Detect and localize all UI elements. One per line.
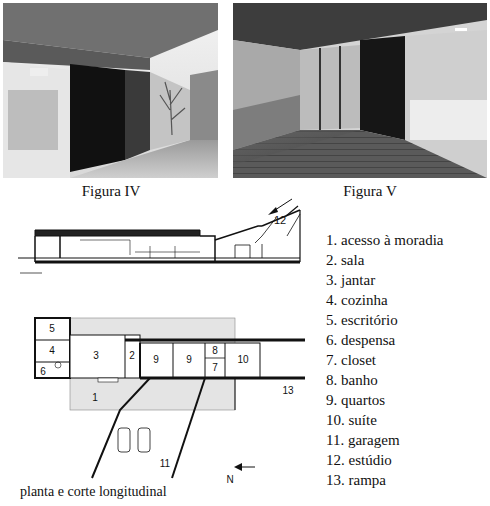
legend-key-item: 12. estúdio <box>326 452 392 469</box>
drawing-stroke <box>35 261 215 264</box>
drawing-stroke <box>135 246 200 258</box>
drawing-stroke <box>160 82 185 135</box>
drawing-stroke <box>286 206 298 216</box>
figure-caption: Figura V <box>343 183 396 200</box>
legend-key-item: 7. closet <box>326 352 376 369</box>
legend-key-item: 13. rampa <box>326 472 386 489</box>
drawing-stroke <box>268 207 278 215</box>
drawing-stroke <box>190 70 218 140</box>
drawing-stroke <box>138 428 150 452</box>
drawing-stroke <box>3 62 70 178</box>
drawing-stroke <box>139 343 141 378</box>
photo-figure-v <box>233 3 487 178</box>
room-number: 10 <box>237 354 248 365</box>
legend-key-item: 6. despensa <box>326 332 395 349</box>
drawing-stroke <box>160 82 185 135</box>
drawing-stroke <box>200 236 215 262</box>
drawing-stroke <box>319 48 321 130</box>
drawing-stroke <box>255 236 262 258</box>
drawing-stroke <box>225 343 226 378</box>
drawing-stroke <box>118 428 130 452</box>
room-number: 2 <box>129 350 135 361</box>
drawing-stroke <box>300 45 360 130</box>
legend-key-item: 4. cozinha <box>326 292 388 309</box>
drawing-stroke <box>215 226 262 240</box>
drawing-stroke <box>125 70 150 160</box>
legend-key-item: 5. escritório <box>326 312 398 329</box>
room-number: 1 <box>92 392 98 403</box>
longitudinal-section <box>18 206 300 274</box>
drawing-stroke <box>125 339 305 342</box>
drawing-stroke <box>173 343 174 378</box>
drawing-stroke <box>287 214 300 236</box>
drawing-stroke <box>20 272 42 274</box>
drawing-stroke <box>70 64 125 172</box>
north-label: N <box>226 474 233 485</box>
figure-caption: Figura IV <box>82 183 141 200</box>
drawing-stroke <box>455 28 467 31</box>
drawing-stroke <box>205 358 225 359</box>
drawing-stroke <box>35 318 70 378</box>
room-number: 7 <box>212 362 218 373</box>
room-number: 9 <box>186 354 192 365</box>
drawing-caption: planta e corte longitudinal <box>20 484 167 499</box>
drawing-stroke <box>235 378 236 410</box>
drawing-stroke <box>118 428 150 452</box>
drawing-stroke <box>140 343 260 378</box>
drawing-stroke <box>92 378 150 478</box>
room-number: 5 <box>49 323 55 334</box>
room-number: 13 <box>282 385 293 396</box>
drawing-stroke <box>233 3 487 178</box>
legend-key-item: 9. quartos <box>326 392 385 409</box>
room-number: 6 <box>40 366 46 377</box>
room-number: 3 <box>93 350 99 361</box>
drawing-stroke <box>3 3 218 178</box>
drawing-stroke <box>150 72 190 150</box>
room-number: 4 <box>49 345 55 356</box>
north-arrow <box>234 463 255 471</box>
legend-key-item: 2. sala <box>326 252 364 269</box>
drawing-stroke <box>8 90 58 150</box>
drawing-stroke <box>98 378 118 382</box>
leader-arrow <box>268 199 292 215</box>
drawing-stroke <box>35 340 70 341</box>
drawing-stroke <box>360 36 405 140</box>
drawing-stroke <box>55 362 61 368</box>
legend-key-item: 10. suíte <box>326 412 377 429</box>
drawing-stroke <box>215 261 300 264</box>
drawing-stroke <box>30 68 48 76</box>
drawing-stroke <box>35 230 200 236</box>
drawing-stroke <box>410 100 487 140</box>
legend-key-item: 1. acesso à moradia <box>326 232 443 249</box>
legend-key-item: 8. banho <box>326 372 378 389</box>
photo-figure-iv <box>3 3 218 178</box>
drawing-stroke <box>299 210 300 262</box>
drawing-stroke <box>235 245 250 258</box>
drawing-stroke <box>35 362 70 363</box>
legend-key-item: 11. garagem <box>326 432 400 449</box>
floor-plan <box>35 318 305 478</box>
drawing-stroke <box>80 240 130 255</box>
drawing-stroke <box>234 463 242 471</box>
drawing-stroke <box>233 130 360 165</box>
drawing-stroke <box>70 140 218 178</box>
drawing-stroke <box>339 46 341 129</box>
room-number: 11 <box>160 458 170 469</box>
callout-number: 12 <box>274 214 286 226</box>
drawing-stroke <box>172 378 205 478</box>
room-number: 9 <box>153 354 159 365</box>
legend-key-item: 3. jantar <box>326 272 375 289</box>
drawing-stroke <box>205 343 206 378</box>
drawing-stroke <box>140 377 305 380</box>
drawing-stroke <box>35 236 60 262</box>
room-number: 8 <box>212 345 218 356</box>
drawing-stroke <box>233 130 487 178</box>
